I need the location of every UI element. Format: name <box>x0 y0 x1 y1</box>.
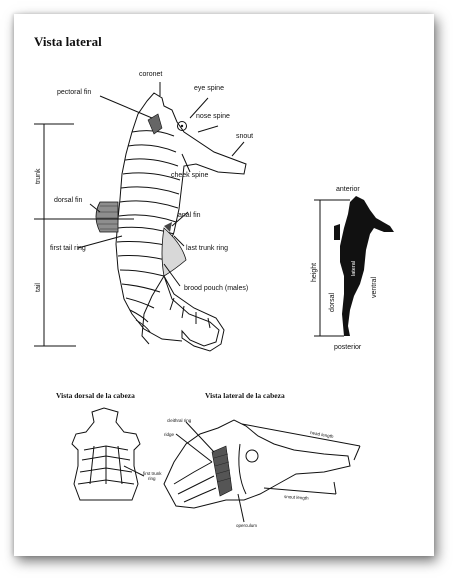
label-dorsal: dorsal <box>329 292 336 312</box>
label-last-trunk-ring: last trunk ring <box>186 245 228 252</box>
label-operculum: operculum <box>236 523 257 528</box>
label-anterior: anterior <box>336 186 360 193</box>
label-posterior: posterior <box>334 344 362 351</box>
label-first-tail-ring: first tail ring <box>50 245 86 252</box>
title-dorsal-head: Vista dorsal de la cabeza <box>56 391 135 400</box>
label-lateral: lateral <box>351 261 357 276</box>
figure-page: Vista lateral <box>14 14 434 556</box>
title-lateral-head: Vista lateral de la cabeza <box>205 391 285 400</box>
label-eye-spine: eye spine <box>194 85 224 92</box>
label-pectoral-fin: pectoral fin <box>57 89 91 96</box>
label-ridge: ridge <box>164 432 175 437</box>
label-first-trunk-ring-line2: ring <box>148 476 156 481</box>
main-title: Vista lateral <box>34 34 102 49</box>
body-region-brackets <box>34 124 134 346</box>
label-cleithral-ring: cleithral ring <box>167 418 192 423</box>
label-brood-pouch: brood pouch (males) <box>184 285 248 292</box>
seahorse-lateral-drawing <box>96 93 246 351</box>
label-coronet: coronet <box>139 71 162 78</box>
label-nose-spine: nose spine <box>196 113 230 120</box>
label-trunk: trunk <box>35 168 42 184</box>
dorsal-head-drawing <box>72 408 144 500</box>
label-ventral: ventral <box>371 277 378 298</box>
seahorse-anatomy-diagram: Vista lateral <box>14 14 434 556</box>
label-dorsal-fin: dorsal fin <box>54 197 83 204</box>
label-snout: snout <box>236 133 253 140</box>
label-height: height <box>311 263 318 282</box>
label-tail: tail <box>35 283 42 292</box>
label-cheek-spine: cheek spine <box>171 172 208 179</box>
label-snout-length: snout length <box>284 494 309 501</box>
label-anal-fin: anal fin <box>178 212 201 219</box>
seahorse-silhouette: lateral <box>334 196 394 336</box>
